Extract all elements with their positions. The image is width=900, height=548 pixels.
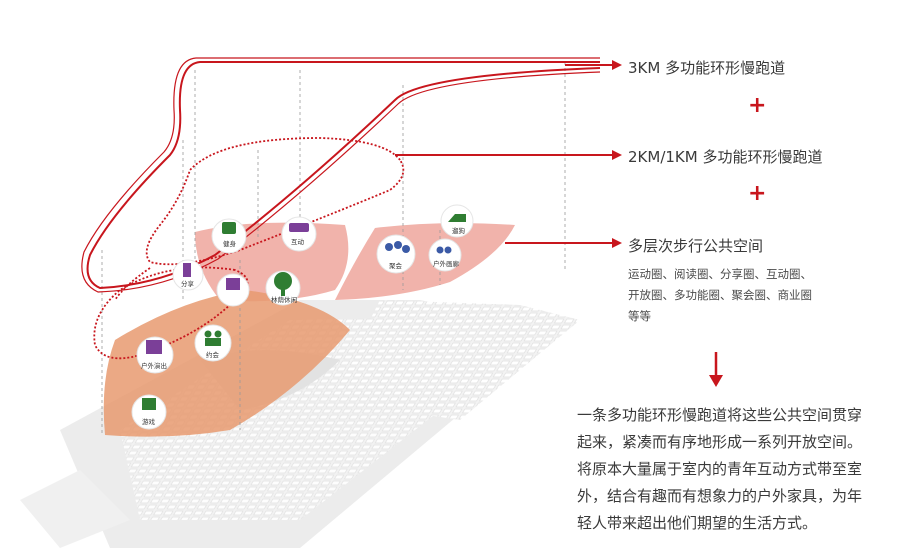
svg-text:户外画廊: 户外画廊 [433, 259, 460, 268]
shade-icon: 林荫休闲 [265, 270, 301, 306]
fitness-icon: 健身 [211, 218, 247, 254]
svg-text:户外演出: 户外演出 [141, 361, 167, 370]
svg-text:聚会: 聚会 [389, 261, 403, 270]
description-line3: 将原本大量属于室内的青年互动方式带至室 [577, 460, 863, 478]
plaza-upper-right [335, 223, 515, 300]
description-line1: 一条多功能环形慢跑道将这些公共空间贯穿 [577, 406, 863, 424]
route-label-2km-1km: 2KM/1KM 多功能环形慢跑道 [628, 148, 823, 166]
interaction-icon: 互动 [281, 216, 317, 252]
game-icon: 游戏 [131, 394, 167, 430]
public-space-items-line2: 开放圈、多功能圈、聚会圈、商业圈 [628, 288, 812, 302]
public-space-label: 多层次步行公共空间 [628, 237, 764, 255]
route-3km-loop [81, 57, 601, 293]
public-space-items-line3: 等等 [628, 309, 651, 323]
plus-symbol-2: + [748, 181, 767, 206]
performance-icon: 户外演出 [136, 336, 174, 374]
svg-text:游戏: 游戏 [142, 417, 156, 426]
route-arrows [395, 60, 622, 248]
svg-text:约会: 约会 [206, 350, 220, 359]
plaza-lower [103, 290, 350, 437]
route-label-3km: 3KM 多功能环形慢跑道 [628, 59, 786, 77]
svg-text:林荫休闲: 林荫休闲 [271, 295, 297, 304]
svg-text:健身: 健身 [223, 239, 237, 248]
description-line2: 起来，紧凑而有序地形成一系列开放空间。 [577, 433, 863, 451]
reading-icon [216, 273, 250, 307]
party-icon: 聚会 [376, 234, 416, 274]
plaza-areas [103, 222, 515, 437]
activity-icons: 健身 互动 聚会 遛狗 户外画廊 分享 [131, 204, 474, 430]
public-space-items-line1: 运动圈、阅读圈、分享圈、互动圈、 [628, 267, 812, 281]
fishing-icon: 约会 [194, 324, 232, 362]
route-2km-1km-loop [93, 137, 405, 360]
description-line4: 外，结合有趣而有想象力的户外家具，为年 [577, 487, 863, 505]
down-arrow [709, 352, 723, 387]
outdoor-gallery-icon: 户外画廊 [428, 238, 462, 272]
svg-text:分享: 分享 [181, 279, 195, 288]
plus-symbol-1: + [748, 93, 767, 118]
site-base [20, 300, 580, 548]
svg-text:互动: 互动 [291, 238, 305, 246]
pet-icon: 遛狗 [440, 204, 474, 238]
svg-text:遛狗: 遛狗 [452, 226, 466, 235]
description-line5: 轻人带来超出他们期望的生活方式。 [577, 514, 818, 532]
sharing-icon: 分享 [172, 259, 204, 291]
